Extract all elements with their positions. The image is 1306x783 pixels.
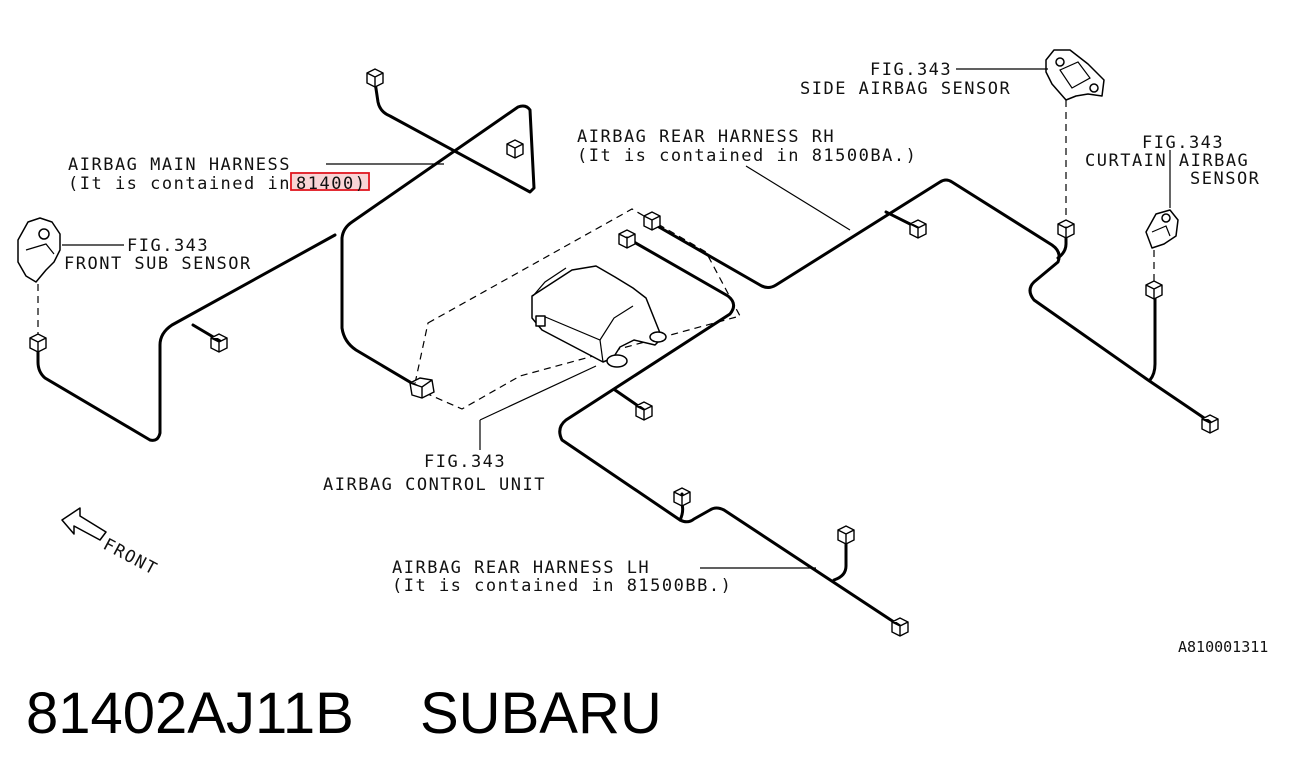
connector bbox=[409, 377, 435, 399]
front-sub-sensor-fig: FIG.343 bbox=[127, 236, 209, 256]
rear-harness-lh-title: AIRBAG REAR HARNESS LH bbox=[392, 558, 650, 578]
airbag-control-unit bbox=[531, 265, 667, 368]
brand-name: SUBARU bbox=[420, 681, 662, 746]
rear-harness-rh-note: (It is contained in 81500BA.) bbox=[577, 146, 917, 166]
rear-harness-rh-title: AIRBAG REAR HARNESS RH bbox=[577, 127, 835, 147]
main-harness-note-suffix: ) bbox=[355, 174, 367, 194]
connector bbox=[1057, 219, 1075, 239]
main-harness-note-prefix: (It is contained in bbox=[68, 174, 291, 194]
front-arrow-label: FRONT bbox=[100, 535, 161, 580]
curtain-airbag-sensor-name-2: SENSOR bbox=[1190, 169, 1260, 189]
connector bbox=[1201, 414, 1219, 434]
front-sub-sensor-name: FRONT SUB SENSOR bbox=[64, 254, 252, 274]
front-sub-sensor bbox=[17, 217, 124, 334]
curtain-airbag-sensor-fig: FIG.343 bbox=[1142, 133, 1224, 153]
footer: 81402AJ11B SUBARU bbox=[26, 680, 662, 760]
control-unit-fig: FIG.343 bbox=[424, 452, 506, 472]
connector bbox=[635, 401, 653, 421]
connector bbox=[909, 219, 927, 239]
side-airbag-sensor-name: SIDE AIRBAG SENSOR bbox=[800, 79, 1011, 99]
connector bbox=[29, 333, 47, 353]
main-harness-part-number[interactable]: 81400 bbox=[296, 174, 355, 194]
curtain-airbag-sensor-name-1: CURTAIN AIRBAG bbox=[1085, 151, 1249, 171]
side-airbag-sensor bbox=[956, 49, 1105, 220]
front-direction-arrow: FRONT bbox=[61, 507, 161, 580]
control-unit-area-outline bbox=[413, 208, 741, 410]
part-number-highlight-fill bbox=[292, 174, 368, 189]
rear-harness-lh-note: (It is contained in 81500BB.) bbox=[392, 576, 732, 596]
part-number-highlight bbox=[290, 172, 370, 191]
connector bbox=[837, 525, 855, 545]
connector bbox=[366, 68, 384, 88]
part-number: 81402AJ11B bbox=[26, 681, 354, 746]
side-airbag-sensor-fig: FIG.343 bbox=[870, 60, 952, 80]
connector bbox=[210, 333, 228, 353]
main-harness bbox=[36, 80, 536, 442]
rear-harness-rh bbox=[650, 178, 1212, 424]
connector bbox=[618, 229, 636, 249]
leader-line bbox=[479, 365, 597, 421]
connector bbox=[506, 139, 524, 159]
connector bbox=[891, 617, 909, 637]
drawing-code: A810001311 bbox=[1178, 638, 1268, 656]
leader-line bbox=[745, 165, 851, 231]
connector bbox=[1145, 280, 1163, 300]
curtain-airbag-sensor bbox=[1145, 150, 1179, 281]
connector bbox=[643, 211, 661, 231]
main-harness-title: AIRBAG MAIN HARNESS bbox=[68, 155, 291, 175]
connector bbox=[673, 487, 691, 507]
control-unit-name: AIRBAG CONTROL UNIT bbox=[323, 475, 546, 495]
rear-harness-lh bbox=[558, 236, 902, 628]
